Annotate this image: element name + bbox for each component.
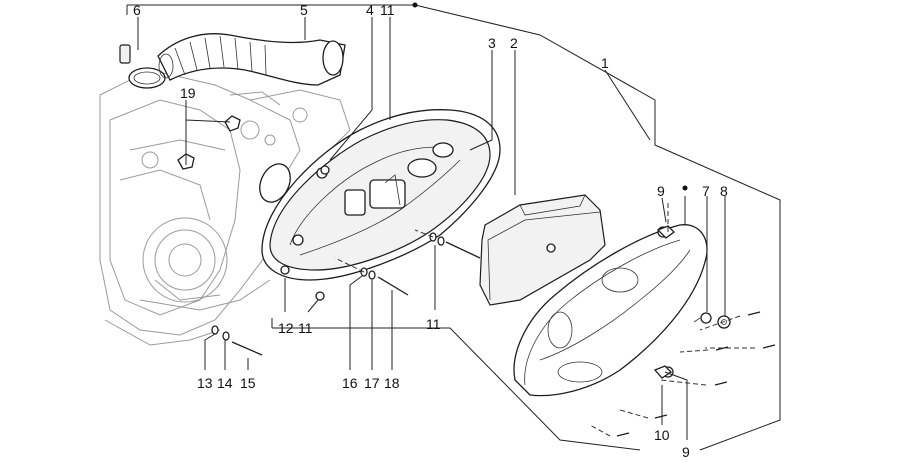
kit-marker-dot-right bbox=[682, 185, 688, 191]
callout-11-lower-left: 11 bbox=[298, 320, 313, 336]
engine-crankcase-ghost bbox=[99, 69, 351, 346]
callout-10: 10 bbox=[654, 427, 670, 443]
part-5-intake-hose bbox=[157, 33, 346, 86]
part-11-nut-lower bbox=[315, 291, 325, 301]
callout-19: 19 bbox=[180, 85, 196, 101]
callout-14: 14 bbox=[217, 375, 233, 391]
part-4-transmission-cover bbox=[269, 119, 491, 271]
part-4-nut-upper bbox=[320, 165, 330, 175]
kit-marker-dot-top bbox=[412, 2, 418, 8]
callout-13: 13 bbox=[197, 375, 213, 391]
parts-11-washers-right bbox=[414, 229, 481, 259]
parts-13-14-15-bolt-washers bbox=[211, 325, 263, 356]
part-2-air-filter-element bbox=[479, 194, 606, 306]
callout-12: 12 bbox=[278, 320, 294, 336]
callout-11-top: 11 bbox=[380, 2, 395, 18]
parts-16-17-18-bolt-washers bbox=[334, 257, 409, 296]
part-9-screw-lower bbox=[653, 365, 673, 379]
callout-15: 15 bbox=[240, 375, 256, 391]
callout-labels: 6 5 4 11 3 2 1 19 9 7 8 12 11 11 16 17 1… bbox=[133, 2, 728, 460]
leader-lines bbox=[126, 4, 781, 451]
callout-18: 18 bbox=[384, 375, 400, 391]
callout-8: 8 bbox=[720, 183, 728, 199]
callout-17: 17 bbox=[364, 375, 380, 391]
callout-11-lower-right: 11 bbox=[426, 316, 441, 332]
callout-16: 16 bbox=[342, 375, 358, 391]
callout-7: 7 bbox=[702, 183, 710, 199]
callout-2: 2 bbox=[510, 35, 518, 51]
part-3-o-ring bbox=[259, 163, 291, 203]
part-12-bolt bbox=[280, 265, 290, 275]
callout-3: 3 bbox=[488, 35, 496, 51]
part-19-nuts bbox=[177, 115, 241, 170]
part-1-air-filter-housing bbox=[513, 224, 708, 397]
part-7-screw bbox=[693, 312, 712, 324]
part-10-screws bbox=[589, 311, 776, 437]
callout-6: 6 bbox=[133, 2, 141, 18]
callout-9-upper: 9 bbox=[657, 183, 665, 199]
callout-1: 1 bbox=[601, 55, 609, 71]
part-9-screw-upper bbox=[656, 200, 675, 239]
callout-4: 4 bbox=[366, 2, 374, 18]
callout-9-lower: 9 bbox=[682, 444, 690, 460]
part-6-hose-clamp bbox=[119, 44, 166, 89]
callout-5: 5 bbox=[300, 2, 308, 18]
